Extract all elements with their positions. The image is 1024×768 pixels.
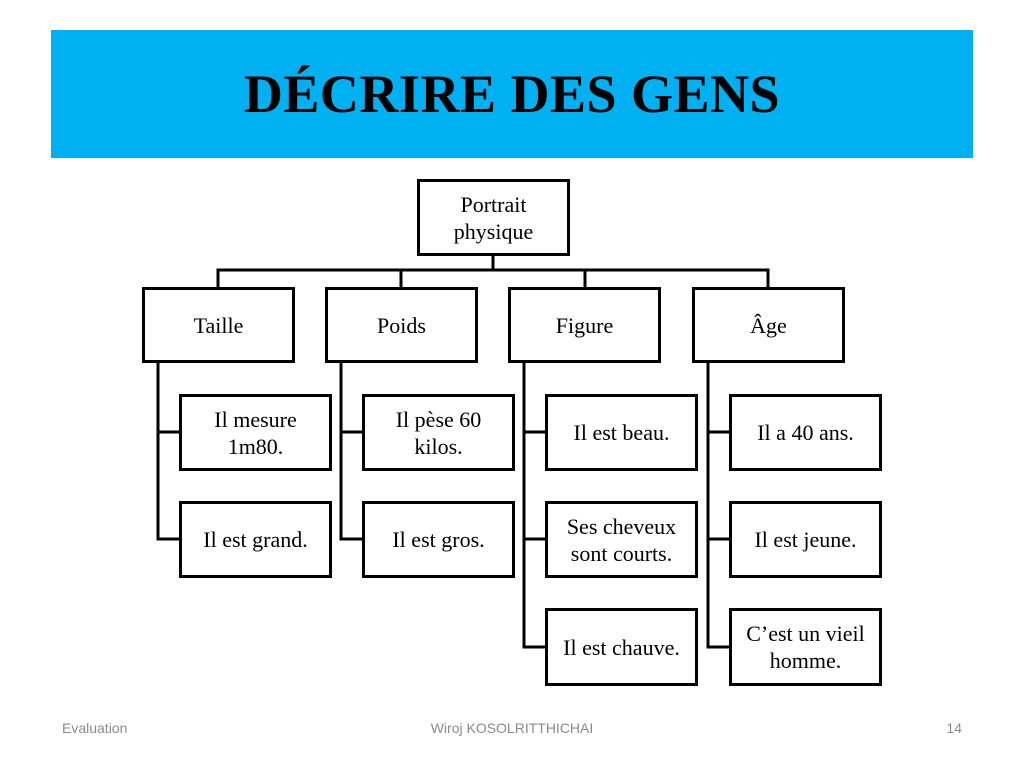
leaf-node-figure-3: Il est chauve. <box>545 608 698 686</box>
leaf-label: Il est jeune. <box>754 527 857 552</box>
branch-node-figure: Figure <box>508 287 661 363</box>
title-banner: DÉCRIRE DES GENS <box>51 30 973 158</box>
branch-label-age: Âge <box>750 312 787 338</box>
branch-node-poids: Poids <box>325 287 478 363</box>
leaf-label: Ses cheveux sont courts. <box>566 513 677 566</box>
leaf-node-age-2: Il est jeune. <box>729 501 882 578</box>
leaf-label: Il a 40 ans. <box>757 420 854 445</box>
branch-label-poids: Poids <box>377 312 426 338</box>
leaf-node-poids-2: Il est gros. <box>362 501 515 578</box>
leaf-node-age-1: Il a 40 ans. <box>729 394 882 471</box>
footer-left: Evaluation <box>62 720 128 736</box>
leaf-label: Il est gros. <box>392 527 485 552</box>
leaf-label: Il pèse 60 kilos. <box>395 406 482 459</box>
leaf-label: Il mesure 1m80. <box>214 406 297 459</box>
leaf-label: Il est chauve. <box>563 634 680 660</box>
root-node: Portrait physique <box>417 179 570 256</box>
leaf-node-taille-2: Il est grand. <box>179 501 332 578</box>
leaf-node-taille-1: Il mesure 1m80. <box>179 394 332 471</box>
leaf-label: Il est beau. <box>573 420 670 445</box>
slide-title: DÉCRIRE DES GENS <box>243 64 781 124</box>
footer-author: Wiroj KOSOLRITTHICHAI <box>430 720 594 736</box>
slide-number: 14 <box>946 720 962 736</box>
leaf-node-age-3: C’est un vieil homme. <box>729 608 882 686</box>
branch-node-age: Âge <box>692 287 845 363</box>
leaf-node-figure-2: Ses cheveux sont courts. <box>545 501 698 578</box>
leaf-node-figure-1: Il est beau. <box>545 394 698 471</box>
leaf-label: Il est grand. <box>203 527 308 552</box>
leaf-node-poids-1: Il pèse 60 kilos. <box>362 394 515 471</box>
root-node-label: Portrait physique <box>453 191 534 244</box>
leaf-label: C’est un vieil homme. <box>746 621 865 673</box>
branch-node-taille: Taille <box>142 287 295 363</box>
branch-label-taille: Taille <box>193 312 244 338</box>
branch-label-figure: Figure <box>555 312 614 338</box>
